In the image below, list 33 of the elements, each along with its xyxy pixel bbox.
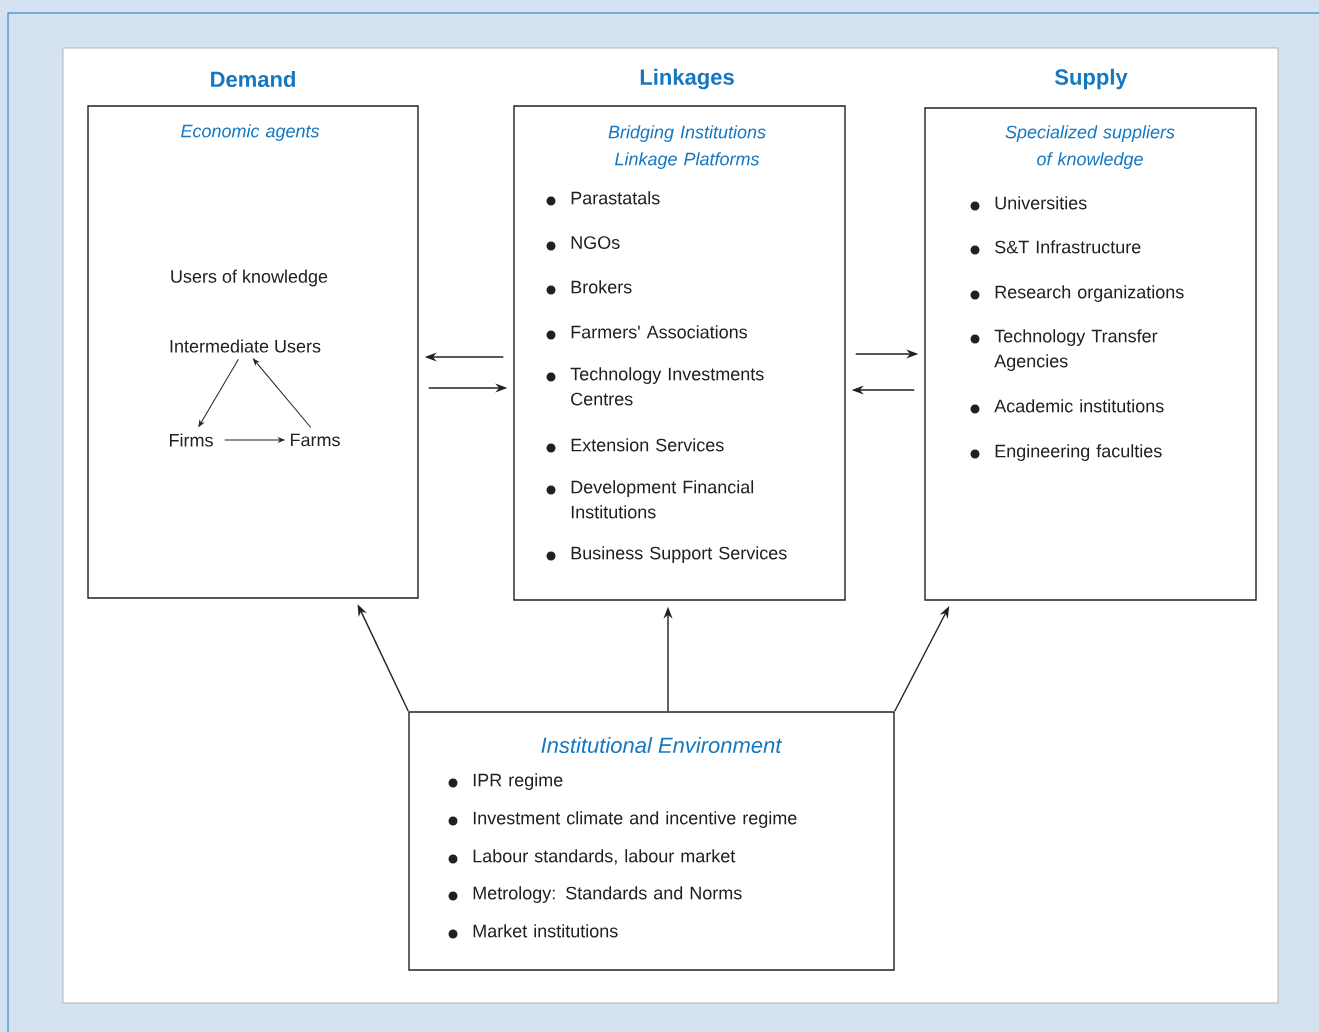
arrow	[253, 358, 312, 428]
list-item: Investment climate and incentive regime	[473, 811, 797, 828]
arrow	[198, 358, 239, 427]
list-item: Metrology: Standards and Norms	[473, 886, 742, 903]
list-item: Universities	[995, 196, 1087, 210]
box-subtitle: Specialized suppliers of knowledge	[1005, 125, 1175, 169]
list-item: IPR regime	[473, 773, 563, 790]
list-item: Development Financial Institutions	[571, 480, 754, 519]
column-heading: Demand	[211, 70, 295, 88]
list-item: Technology Transfer Agencies	[994, 329, 1158, 371]
node-label: Intermediate Users	[170, 339, 321, 353]
list-item: Research organizations	[995, 285, 1184, 302]
box-title: Institutional Environment	[541, 736, 783, 754]
list-item: Technology Investments Centres	[570, 367, 764, 406]
list-item: NGOs	[571, 236, 620, 249]
list-item: Labour standards, labour market	[473, 849, 736, 865]
arrow	[224, 437, 285, 443]
box-subtitle: Economic agents	[181, 124, 320, 141]
list-item: Engineering faculties	[995, 444, 1162, 461]
list-item: Market institutions	[473, 924, 618, 938]
list-item: Business Support Services	[571, 546, 787, 563]
box-text: Users of knowledge	[171, 269, 328, 287]
box-subtitle: Bridging Institutions Linkage Platforms	[608, 125, 766, 169]
list-item: Parastatals	[571, 191, 660, 205]
node-label: Firms	[170, 433, 213, 447]
column-heading: Supply	[1054, 68, 1128, 90]
list-item: Farmers' Associations	[571, 325, 748, 339]
column-heading: Linkages	[640, 68, 734, 90]
list-item: Brokers	[571, 280, 632, 294]
node-label: Farms	[291, 433, 340, 447]
list-item: Academic institutions	[994, 399, 1164, 413]
list-item: Extension Services	[571, 438, 724, 452]
list-item: S&T Infrastructure	[995, 240, 1141, 254]
